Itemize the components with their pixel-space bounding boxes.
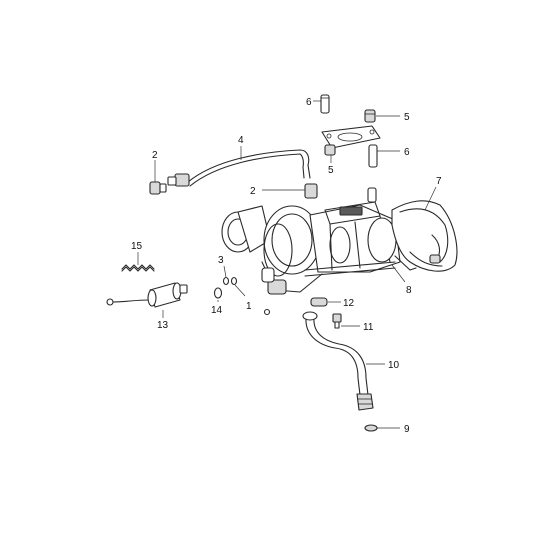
- callout-3: 3: [218, 255, 224, 266]
- callout-10: 10: [388, 360, 400, 371]
- seal-rings: [213, 276, 238, 299]
- callout-15: 15: [131, 241, 143, 252]
- callout-7: 7: [436, 176, 442, 187]
- callout-14: 14: [211, 305, 223, 316]
- stud-lower: [368, 144, 378, 168]
- gasket-ring-9: [364, 424, 378, 432]
- leader-lines: [137, 100, 437, 429]
- spring: [121, 264, 155, 272]
- callout-12: 12: [343, 298, 355, 309]
- callout-5-upper: 5: [404, 112, 410, 123]
- callout-13: 13: [157, 320, 169, 331]
- callout-5-lower: 5: [328, 165, 334, 176]
- stud-upper: [320, 94, 330, 114]
- fitting-left: [149, 181, 167, 195]
- turbocharger: [221, 187, 401, 316]
- exhaust-elbow: [391, 200, 458, 272]
- callout-2-right: 2: [250, 186, 256, 197]
- actuator: [106, 282, 188, 308]
- callout-2-left: 2: [152, 150, 158, 161]
- gasket-plate: [321, 125, 381, 149]
- oil-return-line: [302, 311, 374, 411]
- fitting-12: [310, 297, 328, 307]
- callout-1: 1: [246, 301, 252, 312]
- callout-8: 8: [406, 285, 412, 296]
- nut-upper: [364, 109, 376, 123]
- callout-6-upper: 6: [306, 97, 312, 108]
- callout-9: 9: [404, 424, 410, 435]
- callout-6-lower: 6: [404, 147, 410, 158]
- bolt-11: [332, 313, 342, 329]
- nut-lower: [324, 144, 336, 156]
- callout-4: 4: [238, 135, 244, 146]
- fitting-right: [304, 183, 318, 199]
- callout-11: 11: [363, 322, 374, 333]
- oil-feed-line: [167, 149, 311, 187]
